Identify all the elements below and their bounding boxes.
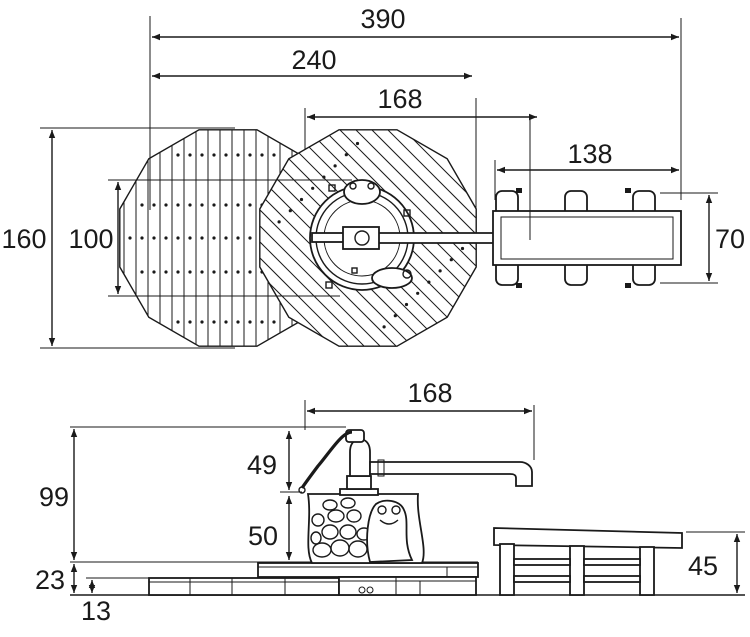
dim-label-spout-height: 49 [247, 450, 277, 480]
right-deck-nails [277, 141, 465, 329]
plan-dimensions: 390 240 168 138 160 100 [1, 4, 745, 349]
dim-label-basin-height: 100 [68, 224, 113, 254]
dim-label-lower-deck-height: 13 [81, 596, 111, 626]
dim-label-deck-side-height: 23 [35, 565, 65, 595]
upper-deck-side [257, 562, 479, 596]
basin-side [306, 493, 425, 564]
pump-body-side [349, 439, 371, 477]
bench-side [493, 527, 683, 596]
dim-label-bench-height: 45 [688, 551, 718, 581]
pump-side [298, 429, 533, 496]
dim-label-deck-width: 240 [291, 45, 336, 75]
frog-figure-side [366, 499, 414, 563]
dim-label-total-width: 390 [360, 4, 405, 34]
frog-figure-top [343, 179, 381, 205]
dim-label-deck-height: 160 [1, 224, 46, 254]
side-view: 168 99 49 50 23 13 45 [35, 378, 745, 626]
dim-label-bench-width: 138 [567, 139, 612, 169]
side-dimensions: 168 99 49 50 23 13 45 [35, 378, 745, 626]
lower-deck-side [148, 577, 340, 596]
dim-label-pump-reach: 168 [377, 84, 422, 114]
pump-spout-side [369, 461, 533, 487]
bench-seat-top [492, 210, 682, 266]
frog-figure-bottom [371, 267, 413, 289]
bench-top [492, 117, 682, 288]
pump-handle-side [300, 430, 353, 489]
plan-view: 390 240 168 138 160 100 [1, 4, 745, 349]
right-deck-outline [259, 129, 477, 347]
basin-stones [310, 497, 372, 558]
dim-label-total-height: 99 [39, 482, 69, 512]
dim-label-basin-side-height: 50 [248, 521, 278, 551]
dim-label-side-pump-reach: 168 [407, 378, 452, 408]
bench-seat-side [493, 527, 683, 549]
dim-label-bench-depth: 70 [715, 224, 745, 254]
